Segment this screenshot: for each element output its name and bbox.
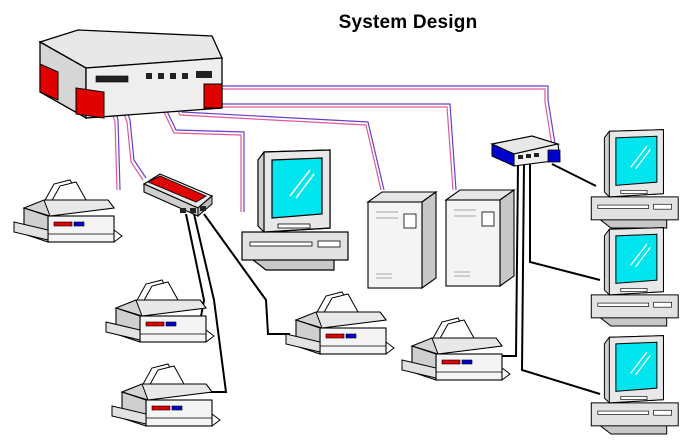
printer-icon (285, 291, 395, 355)
cable (529, 164, 601, 281)
hub-3 (490, 135, 561, 167)
workstation-right-3 (590, 335, 679, 435)
server-2 (445, 189, 515, 287)
computer-icon (590, 129, 679, 229)
cable (190, 106, 454, 191)
computer-icon (590, 227, 679, 327)
cable (190, 103, 457, 191)
hub-2 (142, 173, 214, 218)
printer-bottom-left (111, 363, 221, 427)
printer-icon (111, 363, 221, 427)
printer-icon (105, 279, 215, 343)
computer-icon (241, 149, 349, 271)
server-1 (367, 191, 437, 289)
printer-right (401, 317, 511, 381)
workstation-right-1 (590, 129, 679, 229)
diagram-title: System Design (338, 12, 478, 33)
cable (185, 213, 206, 323)
printer-mid-left (105, 279, 215, 343)
cable (203, 213, 290, 335)
printer-icon (13, 179, 123, 243)
printer-icon (401, 317, 511, 381)
cable (208, 85, 557, 151)
main-hub (38, 29, 223, 120)
cable (520, 163, 601, 395)
server-tower-icon (367, 191, 437, 289)
server-tower-icon (445, 189, 515, 287)
printer-top-left (13, 179, 123, 243)
cable (551, 163, 597, 187)
printer-center (285, 291, 395, 355)
cable (208, 88, 554, 153)
workstation-right-2 (590, 227, 679, 327)
workstation-center (241, 149, 349, 271)
computer-icon (590, 335, 679, 435)
cable (193, 213, 228, 393)
